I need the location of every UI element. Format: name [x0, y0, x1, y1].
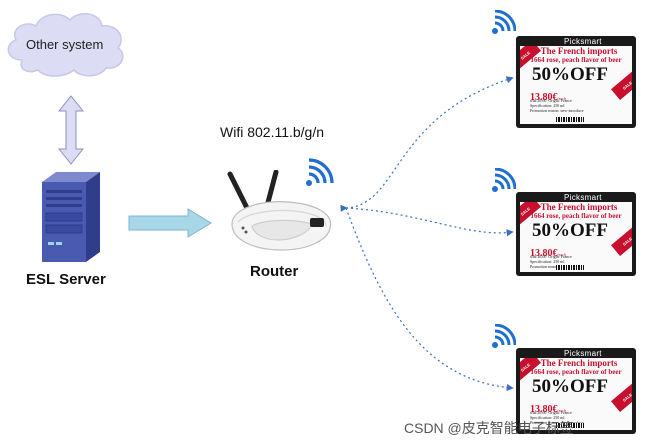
esl-price-row: 13.80€/each — [530, 399, 566, 417]
cloud-label: Other system — [26, 37, 104, 52]
server-to-router-arrow — [128, 208, 212, 238]
esl-title-line1: The French imports — [540, 358, 618, 368]
bidirectional-arrow — [58, 95, 84, 165]
server-label: ESL Server — [26, 271, 106, 288]
esl-promo: Promotion reason: new-introduce — [530, 108, 584, 113]
tag-wifi-top — [490, 10, 516, 36]
esl-origin: Origin: France — [548, 410, 572, 415]
esl-brand: Picksmart — [564, 37, 602, 46]
esl-screen: SALE The French imports 1664 rose, peach… — [520, 46, 632, 124]
esl-spec: Specification: 250 ml — [530, 415, 565, 420]
watermark: CSDN @皮克智能电子标签 — [404, 420, 574, 436]
esl-price-unit: /each — [557, 252, 566, 257]
esl-brand: Picksmart — [564, 349, 602, 358]
esl-corner-right: SALE — [611, 69, 632, 101]
esl-discount: 50%OFF — [532, 64, 608, 85]
esl-title-line2: 1664 rose, peach flavor of beer — [530, 212, 622, 220]
esl-price-row: 13.80€/each — [530, 87, 566, 105]
esl-corner-right: SALE — [611, 381, 632, 413]
esl-tag-middle: Picksmart SALE The French imports 1664 r… — [516, 192, 636, 276]
other-system-cloud: Other system — [0, 8, 130, 80]
esl-discount: 50%OFF — [532, 220, 608, 241]
tag-wifi-middle — [490, 168, 516, 194]
esl-spec: Specification: 250 ml — [530, 103, 565, 108]
wifi-icon — [492, 10, 516, 34]
right-arrow-icon — [128, 208, 212, 238]
tag-wifi-bottom — [490, 324, 516, 350]
esl-spec: Specification: 250 ml — [530, 259, 565, 264]
esl-price: 13.80€ — [530, 248, 558, 259]
esl-was: was:26.00 — [530, 410, 547, 415]
esl-barcode — [556, 117, 584, 122]
server-icon — [42, 172, 100, 262]
esl-origin: Origin: France — [548, 98, 572, 103]
esl-tag-bottom: Picksmart SALE The French imports 1664 r… — [516, 348, 636, 434]
router — [222, 170, 338, 254]
wifi-icon — [492, 168, 516, 192]
esl-tag-top: Picksmart SALE The French imports 1664 r… — [516, 36, 636, 128]
esl-screen: SALE The French imports 1664 rose, peach… — [520, 358, 632, 430]
esl-was: was:26.00 — [530, 98, 547, 103]
esl-price-unit: /each — [557, 96, 566, 101]
esl-title-line1: The French imports — [540, 202, 618, 212]
esl-price: 13.80€ — [530, 404, 558, 415]
esl-barcode — [556, 265, 584, 270]
esl-brand: Picksmart — [564, 193, 602, 202]
esl-origin: Origin: France — [548, 254, 572, 259]
esl-corner-right: SALE — [611, 225, 632, 257]
link-middle-tag — [345, 207, 514, 237]
esl-title-line1: The French imports — [540, 46, 618, 56]
double-arrow-icon — [58, 95, 84, 165]
esl-price: 13.80€ — [530, 92, 558, 103]
esl-screen: SALE The French imports 1664 rose, peach… — [520, 202, 632, 272]
esl-title-line2: 1664 rose, peach flavor of beer — [530, 56, 622, 64]
router-wifi-signal — [304, 158, 334, 188]
esl-barcode — [556, 423, 584, 428]
link-top-tag — [340, 76, 514, 212]
link-bottom-tag — [345, 207, 514, 392]
router-label: Router — [250, 263, 299, 280]
wifi-icon — [492, 324, 516, 348]
esl-discount: 50%OFF — [532, 376, 608, 397]
router-icon — [227, 170, 332, 251]
cloud-icon — [7, 13, 124, 77]
esl-promo: Promotion reason: new-introduce — [530, 420, 584, 425]
wifi-standard-label: Wifi 802.11.b/g/n — [220, 124, 325, 140]
esl-price-row: 13.80€/each — [530, 243, 566, 261]
esl-title-line2: 1664 rose, peach flavor of beer — [530, 368, 622, 376]
wifi-icon — [306, 158, 334, 186]
esl-price-unit: /each — [557, 408, 566, 413]
esl-was: was:26.00 — [530, 254, 547, 259]
esl-server — [40, 170, 102, 262]
esl-details: was:26.00 Origin: France Specification: … — [530, 410, 608, 425]
esl-details: was:26.00 Origin: France Specification: … — [530, 98, 608, 113]
